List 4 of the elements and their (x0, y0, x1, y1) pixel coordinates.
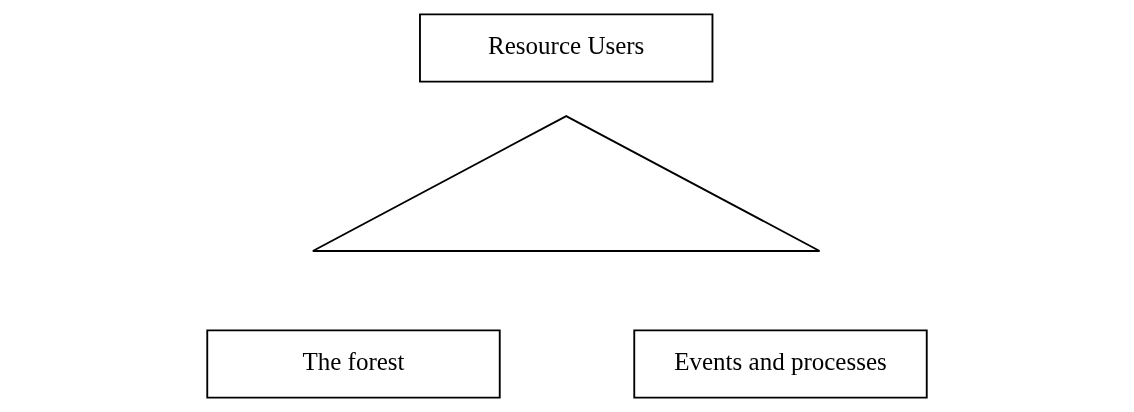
node-box: Resource Users (419, 13, 714, 83)
node-box: Events and processes (633, 329, 928, 399)
node-box: The forest (206, 329, 501, 399)
node-triangle (311, 115, 821, 252)
